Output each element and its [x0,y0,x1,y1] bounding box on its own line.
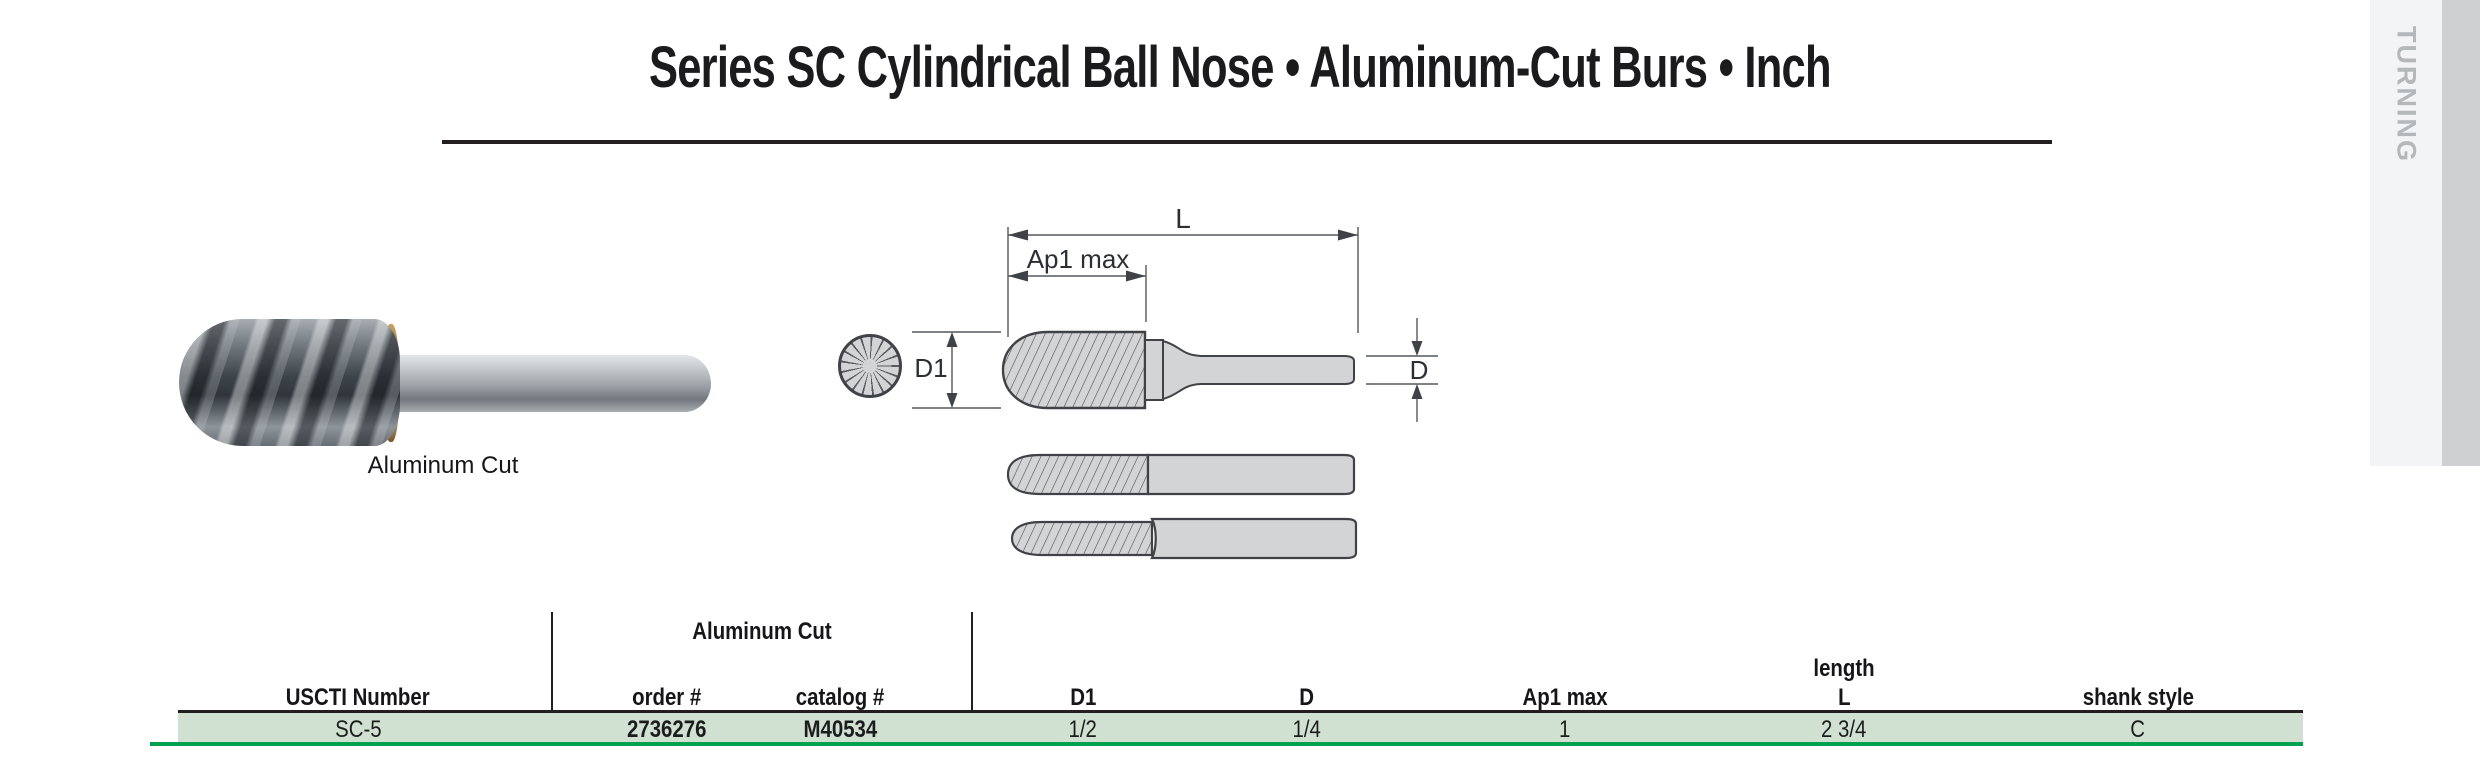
dim-D1 [912,331,1001,409]
dim-label-L: L [1175,203,1191,234]
product-photo-head [179,319,400,446]
dim-label-Ap1-max: Ap1 max [1027,244,1130,274]
title-rule [442,140,2052,144]
cell-shank-style: C [2130,716,2146,743]
arrow-up-icon [946,332,958,347]
table-row[interactable] [178,713,2303,742]
side-tab-edge-strip [2442,0,2480,466]
product-photo-shank [396,355,711,412]
dim-label-D1: D1 [914,353,947,383]
table-header-underline [178,710,2303,713]
arrow-right-icon [1338,229,1358,241]
photo-caption: Aluminum Cut [293,452,593,480]
col-header-d1: D1 [1069,684,1097,711]
cell-d1: 1/2 [1068,716,1098,743]
table-row-green-underline [150,742,2303,746]
col-header-ap1-max: Ap1 max [1522,684,1608,711]
cell-order-number: 2736276 [627,716,707,743]
col-header-order-number: order # [632,684,702,711]
bur-shank [1162,339,1355,401]
dim-label-D: D [1410,355,1429,385]
bur-cutting-head [1001,330,1147,410]
page-title: Series SC Cylindrical Ball Nose • Alumin… [0,34,2480,101]
bur-side-view-3 [1010,517,1358,560]
col-header-length: length [1813,655,1875,682]
cell-d: 1/4 [1292,716,1322,743]
col-header-shank-style: shank style [2082,684,2194,711]
dim-L [1007,227,1359,337]
arrow-left-icon [1008,270,1028,282]
col-header-catalog-number: catalog # [795,684,885,711]
technical-drawing: L Ap1 max D1 [912,203,1438,560]
cell-l: 2 3/4 [1821,716,1867,743]
arrow-down-icon [946,393,958,408]
table-divider-2 [971,612,973,743]
arrow-down-icon [1411,341,1423,356]
page-title-text: Series SC Cylindrical Ball Nose • Alumin… [649,35,1832,100]
bur-end-view-icon [838,334,902,398]
cell-catalog-number: M40534 [803,716,877,743]
col-header-uscti-number: USCTI Number [286,684,430,711]
cell-uscti-number: SC-5 [334,716,382,743]
side-tab-label: TURNING [2391,26,2422,163]
table-group-header: Aluminum Cut [692,618,832,645]
arrow-up-icon [1411,384,1423,399]
arrow-right-icon [1126,270,1146,282]
arrow-left-icon [1008,229,1028,241]
bur-side-view-2 [1006,453,1356,496]
side-tab-turning[interactable]: TURNING [2370,0,2442,466]
photo-caption-text: Aluminum Cut [367,452,519,479]
col-header-l: L [1837,684,1851,711]
cell-ap1-max: 1 [1559,716,1571,743]
table-divider-1 [551,612,553,743]
bur-side-view-main [1001,330,1355,410]
bur-collar [1144,339,1164,401]
dim-Ap1 [1008,265,1147,322]
col-header-d: D [1299,684,1315,711]
